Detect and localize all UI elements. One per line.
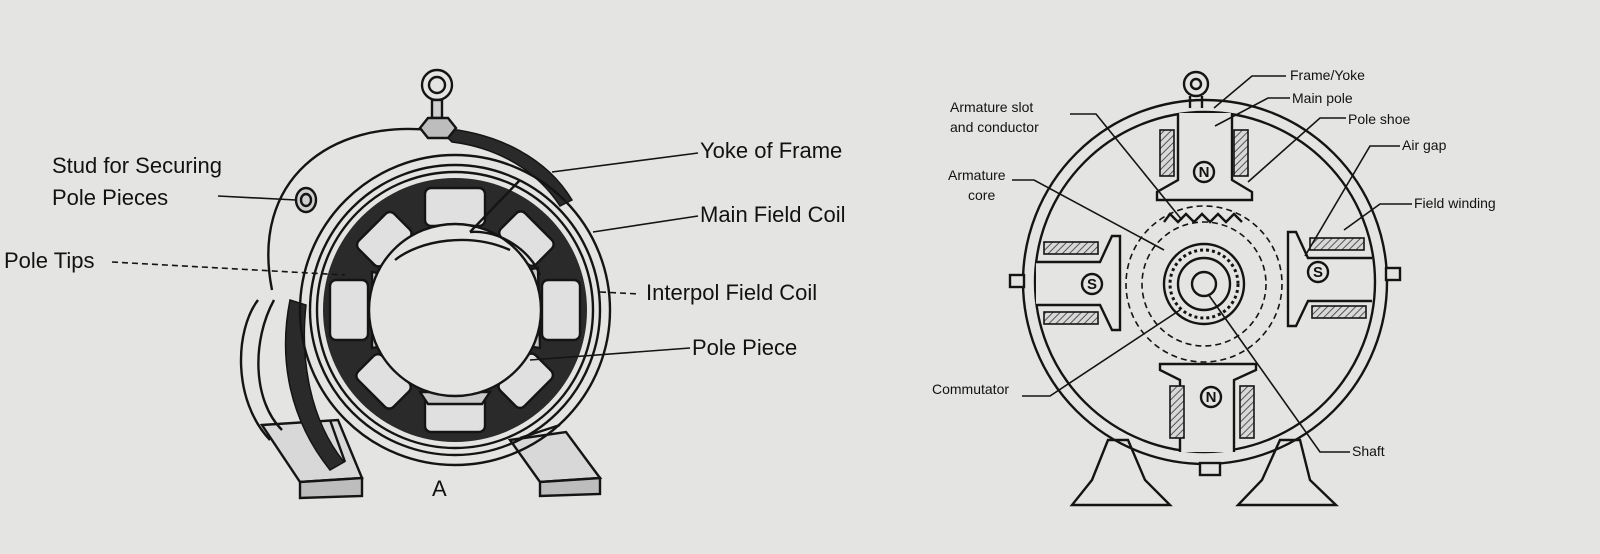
right-foot-left xyxy=(1069,438,1173,507)
pole-mark-bottom: N xyxy=(1206,389,1217,406)
stud-bolt xyxy=(294,186,318,214)
left-machine-drawing: Stud for Securing Pole Pieces Pole Tips … xyxy=(4,68,846,501)
label-frame-yoke: Frame/Yoke xyxy=(1290,67,1365,83)
commutator-segments xyxy=(1168,248,1240,320)
commutator-outer xyxy=(1162,242,1246,326)
main-pole-left: S xyxy=(1036,234,1122,332)
label-armature-slot-line2: and conductor xyxy=(950,119,1039,135)
yoke-ring-2 xyxy=(308,163,602,457)
stator-bore xyxy=(367,222,543,398)
yoke-rear-lower xyxy=(239,299,271,441)
shaft-circle xyxy=(1190,270,1218,298)
label-interpole-field-coil: Interpol Field Coil xyxy=(646,280,817,305)
label-air-gap: Air gap xyxy=(1402,137,1447,153)
bore-perspective-line xyxy=(469,179,521,233)
label-pole-piece: Pole Piece xyxy=(692,335,797,360)
bore-inner-edge-2 xyxy=(469,230,542,276)
yoke-rear-lower-inner xyxy=(257,299,283,431)
label-yoke-of-frame: Yoke of Frame xyxy=(700,138,842,163)
yoke-ring-3 xyxy=(315,170,595,450)
label-pole-tips: Pole Tips xyxy=(4,248,95,273)
pole-mark-top: N xyxy=(1199,164,1210,181)
label-stud-line1: Stud for Securing xyxy=(52,153,222,178)
lug-left xyxy=(1008,273,1026,289)
eye-bolt xyxy=(418,68,458,140)
label-armature-core-line2: core xyxy=(968,187,995,203)
figure-letter: A xyxy=(432,476,447,501)
label-shaft: Shaft xyxy=(1352,443,1385,459)
label-main-pole: Main pole xyxy=(1292,90,1353,106)
label-armature-slot-line1: Armature slot xyxy=(950,99,1033,115)
pole-mark-left: S xyxy=(1087,276,1097,293)
label-main-field-coil: Main Field Coil xyxy=(700,202,846,227)
armature-slot-circle xyxy=(1141,221,1267,347)
armature-slot-teeth xyxy=(1163,212,1243,224)
main-pole-bottom: N xyxy=(1158,362,1258,452)
main-field-coils xyxy=(328,186,582,434)
lug-right xyxy=(1384,266,1402,282)
commutator-inner xyxy=(1176,256,1232,312)
yoke-outer-ring xyxy=(298,153,612,467)
main-pole-right: S xyxy=(1286,230,1372,328)
right-eye-bolt xyxy=(1182,70,1210,98)
label-pole-shoe: Pole shoe xyxy=(1348,111,1410,127)
lug-bottom xyxy=(1198,461,1222,477)
label-field-winding: Field winding xyxy=(1414,195,1496,211)
label-stud-line2: Pole Pieces xyxy=(52,185,168,210)
bore-inner-edge xyxy=(394,238,511,261)
right-machine-drawing: N N S S xyxy=(932,67,1496,507)
armature-outline xyxy=(1125,205,1283,363)
right-foot-right xyxy=(1235,438,1339,507)
label-armature-core-line1: Armature xyxy=(948,167,1006,183)
pole-mark-right: S xyxy=(1313,264,1323,281)
main-pole-top: N xyxy=(1155,113,1254,202)
label-commutator: Commutator xyxy=(932,381,1009,397)
